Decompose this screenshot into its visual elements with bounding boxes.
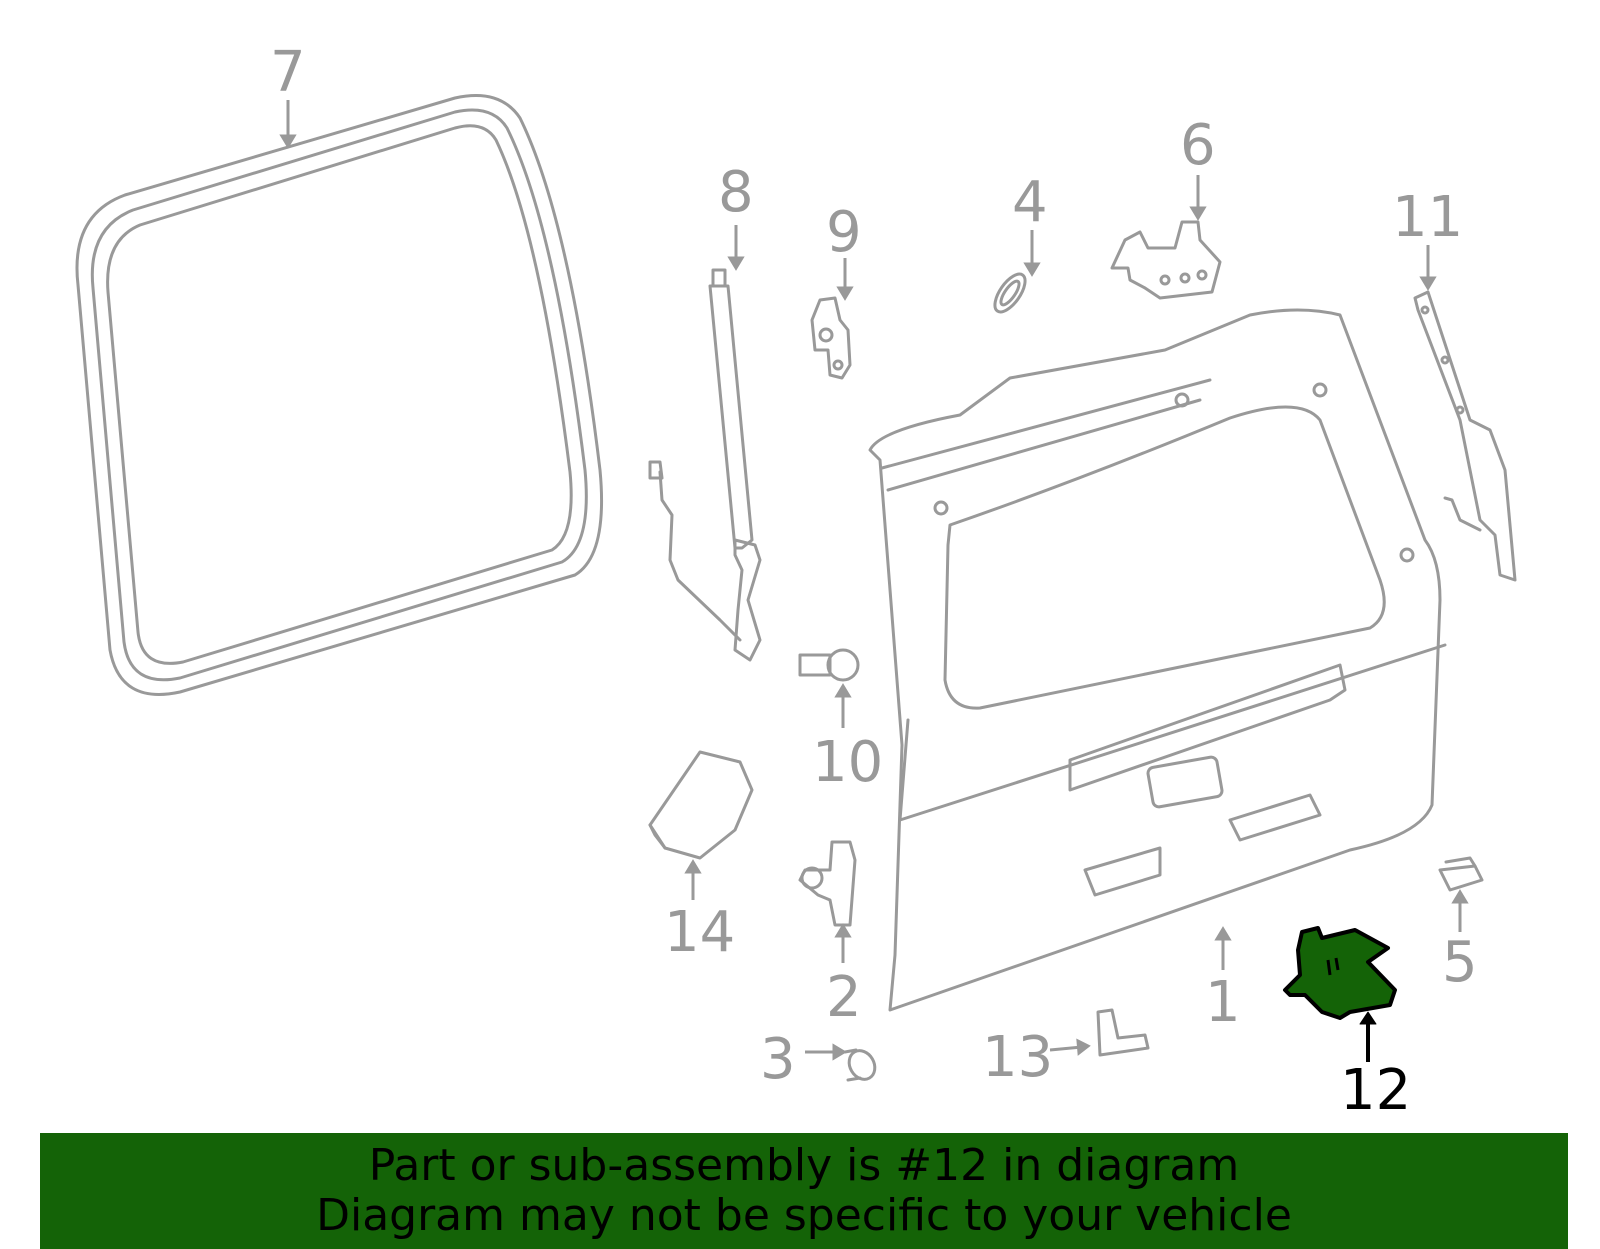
part-12-highlighted bbox=[1283, 926, 1397, 1062]
part-1-liftgate bbox=[868, 308, 1447, 1012]
part-8-strut bbox=[648, 268, 762, 662]
callout-4: 4 bbox=[1012, 170, 1048, 235]
part-10-bolt bbox=[798, 648, 860, 682]
callout-12: 12 bbox=[1340, 1058, 1412, 1123]
callout-3: 3 bbox=[760, 1027, 796, 1092]
callout-10: 10 bbox=[812, 730, 884, 795]
callout-8: 8 bbox=[718, 160, 754, 225]
callout-13: 13 bbox=[982, 1025, 1054, 1090]
part-3-plug bbox=[843, 1048, 877, 1082]
banner-line-1: Part or sub-assembly is #12 in diagram bbox=[368, 1140, 1240, 1191]
callout-1: 1 bbox=[1205, 970, 1241, 1035]
info-banner: Part or sub-assembly is #12 in diagram D… bbox=[40, 1133, 1568, 1249]
part-4-grommet bbox=[993, 272, 1027, 314]
callout-6: 6 bbox=[1180, 113, 1216, 178]
part-6-hinge bbox=[1110, 220, 1222, 300]
part-7-glass-seal bbox=[75, 94, 604, 696]
part-13-bumper bbox=[1096, 1008, 1150, 1057]
part-14-module bbox=[648, 750, 754, 860]
callout-9: 9 bbox=[826, 200, 862, 265]
callout-5: 5 bbox=[1442, 930, 1478, 995]
callout-14: 14 bbox=[664, 900, 736, 965]
banner-line-2: Diagram may not be specific to your vehi… bbox=[316, 1190, 1292, 1241]
callout-7: 7 bbox=[270, 40, 306, 105]
callout-arrows bbox=[279, 100, 1469, 1061]
part-5-clip bbox=[1438, 856, 1484, 892]
callout-11: 11 bbox=[1392, 185, 1464, 250]
part-2-striker bbox=[798, 840, 857, 927]
callout-2: 2 bbox=[826, 965, 862, 1030]
part-9-bracket bbox=[810, 296, 852, 380]
part-11-side-trim bbox=[1413, 290, 1517, 582]
